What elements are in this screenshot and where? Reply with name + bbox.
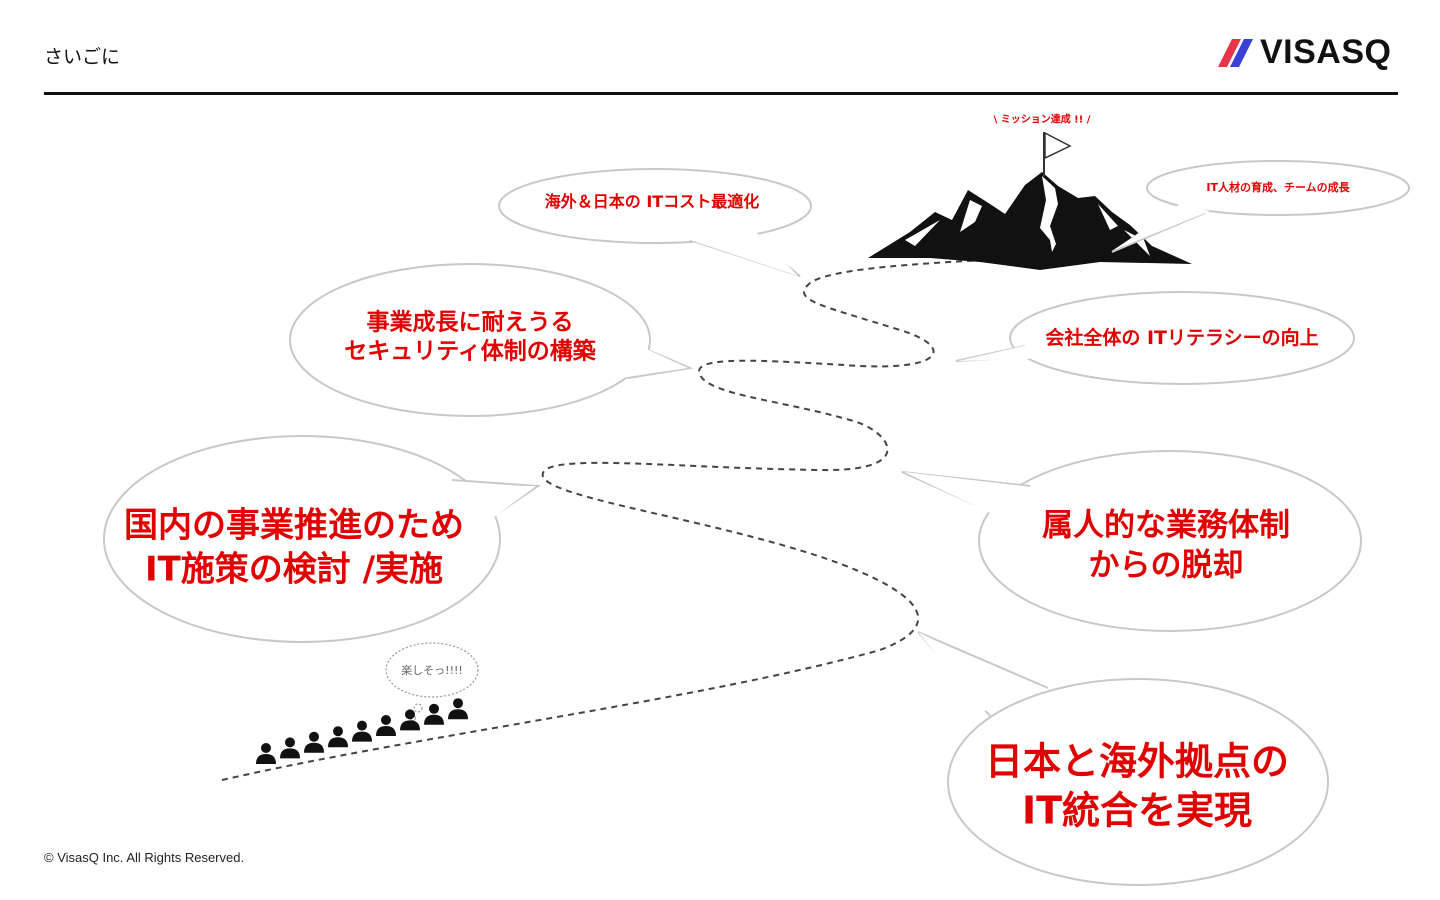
person-icon xyxy=(280,737,300,759)
page-title: さいごに xyxy=(44,46,121,68)
thought-text: 楽しそっ!!!! xyxy=(401,664,463,677)
bubble-b2 xyxy=(103,435,541,643)
bubble-text-b1: 日本と海外拠点の IT統合を実現 xyxy=(985,737,1289,834)
person-icon xyxy=(424,703,444,725)
bubble-text-b4: 事業成長に耐えうる セキュリティ体制の構築 xyxy=(344,309,596,368)
bubble-b1-line-2: IT統合を実現 xyxy=(1021,788,1253,832)
bubble-b1-line-1: 日本と海外拠点の xyxy=(984,739,1290,784)
person-icon xyxy=(400,709,420,731)
bubble-b5-line-1: 会社全体の ITリテラシーの向上 xyxy=(1045,326,1319,349)
header-divider xyxy=(44,92,1398,95)
bubble-b4-line-1: 事業成長に耐えうる xyxy=(366,309,574,336)
copyright: © VisasQ Inc. All Rights Reserved. xyxy=(44,850,245,865)
person-icon xyxy=(448,698,468,720)
mission-label: \ ミッション達成 !! / xyxy=(993,114,1091,126)
bubble-text-b2: 国内の事業推進のため IT施策の検討 /実施 xyxy=(124,504,464,591)
bubble-b1 xyxy=(917,631,1329,886)
bubble-b7-line-1: IT人材の育成、チームの成長 xyxy=(1206,180,1350,194)
bubble-b6-line-1: 海外＆日本の ITコスト最適化 xyxy=(544,191,760,211)
bubble-text-b5: 会社全体の ITリテラシーの向上 xyxy=(1045,326,1318,350)
journey-path xyxy=(221,251,1101,781)
thought-bubble xyxy=(385,642,479,721)
logo-text: VISASQ xyxy=(1260,32,1392,71)
person-icon xyxy=(352,720,372,742)
people-group xyxy=(256,698,468,764)
person-icon xyxy=(304,731,324,753)
bubble-text-b3: 属人的な業務体制 からの脱却 xyxy=(1042,506,1290,585)
bubble-b4-line-2: セキュリティ体制の構築 xyxy=(344,339,596,365)
visasq-slash-logo-icon xyxy=(1218,39,1253,67)
visasq-logo: VISASQ xyxy=(1216,32,1391,72)
bubble-b2-line-1: 国内の事業推進のため xyxy=(124,505,464,546)
bubble-b3-line-2: からの脱却 xyxy=(1088,547,1244,583)
bubble-b3-line-1: 属人的な業務体制 xyxy=(1042,507,1290,544)
bubble-text-b6: 海外＆日本の ITコスト最適化 xyxy=(545,192,759,212)
person-icon xyxy=(328,726,348,748)
bubble-b4 xyxy=(289,263,694,417)
bubble-b6 xyxy=(498,168,812,277)
flag-icon xyxy=(1043,131,1072,176)
mountain-icon xyxy=(868,172,1192,270)
bubble-b3 xyxy=(901,450,1362,632)
bubble-b5 xyxy=(955,291,1355,385)
bubble-b2-line-2: IT施策の検討 /実施 xyxy=(144,549,444,589)
bubble-text-b7: IT人材の育成、チームの成長 xyxy=(1206,181,1349,195)
person-icon xyxy=(256,743,276,764)
person-icon xyxy=(376,715,396,736)
bubble-b7 xyxy=(1111,160,1410,253)
